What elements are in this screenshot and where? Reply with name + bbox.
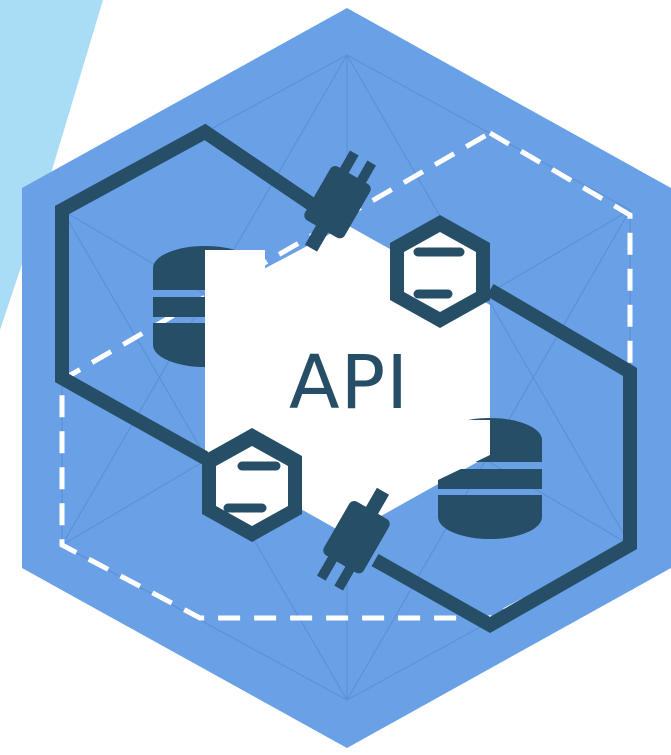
api-label: API	[289, 340, 409, 426]
plug-connector-top-icon	[304, 150, 376, 252]
plug-connector-bottom-icon	[317, 487, 390, 591]
hexagon-outline-right-icon	[371, 283, 637, 634]
small-hex-top-icon	[390, 215, 490, 328]
small-hex-bottom-icon	[202, 428, 302, 542]
database-left-icon	[153, 246, 265, 370]
dashed-hex-outline-icon	[59, 130, 633, 621]
database-right-icon	[438, 418, 542, 539]
hexagon-outline-left-icon	[55, 123, 324, 465]
